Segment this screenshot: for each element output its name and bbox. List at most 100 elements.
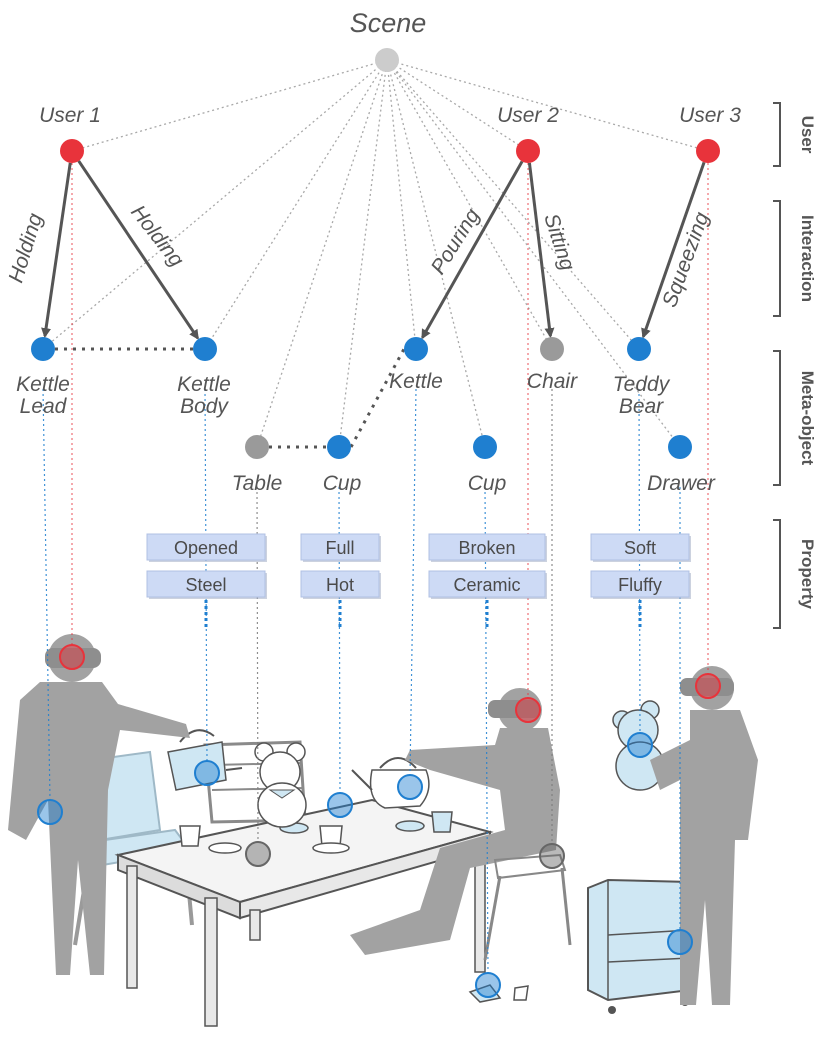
category-label: Interaction	[798, 215, 817, 302]
interaction-edge-u1-kettle_lead	[41, 162, 72, 339]
user-node-u2	[516, 139, 540, 163]
object-label: Body	[180, 395, 229, 418]
table-items	[179, 811, 453, 854]
object-marker-kettle_lead	[37, 799, 63, 825]
category-bracket	[773, 102, 781, 167]
object-link-cup1	[338, 486, 341, 794]
scene-edge-cup2	[386, 59, 486, 448]
object-node-drawer	[668, 435, 692, 459]
object-label: Kettle	[16, 373, 70, 396]
user-marker-u2	[515, 697, 541, 723]
object-node-table	[245, 435, 269, 459]
property-box	[428, 570, 546, 598]
property-label: Fluffy	[618, 575, 662, 595]
property-label: Broken	[458, 538, 515, 558]
user1-headset	[45, 648, 101, 668]
object-marker-kettle	[397, 774, 423, 800]
object-link-kettle_lead	[42, 388, 51, 801]
object-label: Kettle	[389, 370, 443, 393]
interaction-label: Holding	[4, 210, 47, 285]
user1-silhouette	[8, 634, 190, 975]
scene-node	[375, 48, 399, 72]
object-marker-cup1	[327, 792, 353, 818]
property-label: Ceramic	[453, 575, 520, 595]
scene-edge-table	[256, 59, 388, 448]
object-node-cup2	[473, 435, 497, 459]
category-bracket	[773, 200, 781, 317]
interaction-edge-u2-chair	[527, 162, 555, 339]
interaction-edge-u1-kettle_body	[77, 160, 199, 340]
object-label: Cup	[468, 472, 507, 495]
property-label: Steel	[185, 575, 226, 595]
user2-chair	[483, 853, 572, 961]
user-node-u1	[60, 139, 84, 163]
property-box	[590, 533, 690, 561]
object-link-table	[256, 486, 259, 843]
scene-edge-kettle	[386, 59, 417, 350]
object-label: Teddy	[613, 373, 671, 396]
scene-edge-u1	[71, 59, 388, 152]
object-node-kettle_body	[193, 337, 217, 361]
scene-label: Scene	[350, 8, 427, 38]
scene-edges	[42, 59, 709, 448]
property-box	[300, 570, 380, 598]
property-label: Soft	[624, 538, 656, 558]
world-markers	[37, 644, 721, 998]
user-marker-u3	[695, 673, 721, 699]
object-link-cup2	[484, 486, 489, 974]
user-label: User 2	[497, 104, 559, 127]
scene-edge-u3	[386, 59, 709, 152]
object-relations	[55, 347, 406, 449]
drawer-cabinet	[587, 878, 691, 1014]
property-label: Hot	[326, 575, 354, 595]
object-marker-chair	[539, 843, 565, 869]
property-box	[146, 533, 266, 561]
scene-edge-chair	[386, 59, 553, 350]
user-label: User 3	[679, 104, 741, 127]
property-box	[428, 533, 546, 561]
relation-cup1-kettle	[349, 348, 406, 448]
object-label: Drawer	[647, 472, 716, 495]
scene-edge-teddy_bear	[386, 59, 640, 350]
held-teddy	[612, 700, 665, 791]
object-marker-cup2	[475, 972, 501, 998]
broken-cup-drawing	[468, 984, 529, 1003]
object-marker-teddy_bear	[627, 732, 653, 758]
object-label: Cup	[323, 472, 362, 495]
interaction-edge-u3-teddy_bear	[641, 161, 706, 339]
property-label: Opened	[174, 538, 238, 558]
scene-edge-cup1	[338, 59, 388, 448]
property-box	[146, 570, 266, 598]
teddy-on-chair	[254, 742, 307, 828]
object-label: Chair	[527, 370, 578, 393]
property-box	[300, 533, 380, 561]
object-node-kettle_lead	[31, 337, 55, 361]
category-label: User	[798, 116, 817, 154]
object-label: Lead	[20, 395, 68, 418]
category-bracket	[773, 519, 781, 629]
graph-nodes	[31, 48, 720, 459]
user-node-u3	[696, 139, 720, 163]
object-marker-drawer	[667, 929, 693, 955]
object-marker-kettle_body	[194, 760, 220, 786]
object-label: Kettle	[177, 373, 231, 396]
property-box	[590, 570, 690, 598]
object-label: Bear	[619, 395, 664, 418]
category-label: Property	[798, 539, 817, 609]
property-label: Full	[325, 538, 354, 558]
user-marker-u1	[59, 644, 85, 670]
room-illustration	[8, 634, 758, 1027]
category-bracket	[773, 350, 781, 486]
object-link-kettle	[409, 388, 417, 776]
scene-edge-kettle_body	[204, 59, 388, 350]
category-label: Meta-object	[798, 371, 817, 466]
object-link-teddy_bear	[638, 388, 641, 734]
object-label: Table	[232, 472, 283, 495]
object-node-kettle	[404, 337, 428, 361]
scene-edge-drawer	[386, 59, 681, 448]
